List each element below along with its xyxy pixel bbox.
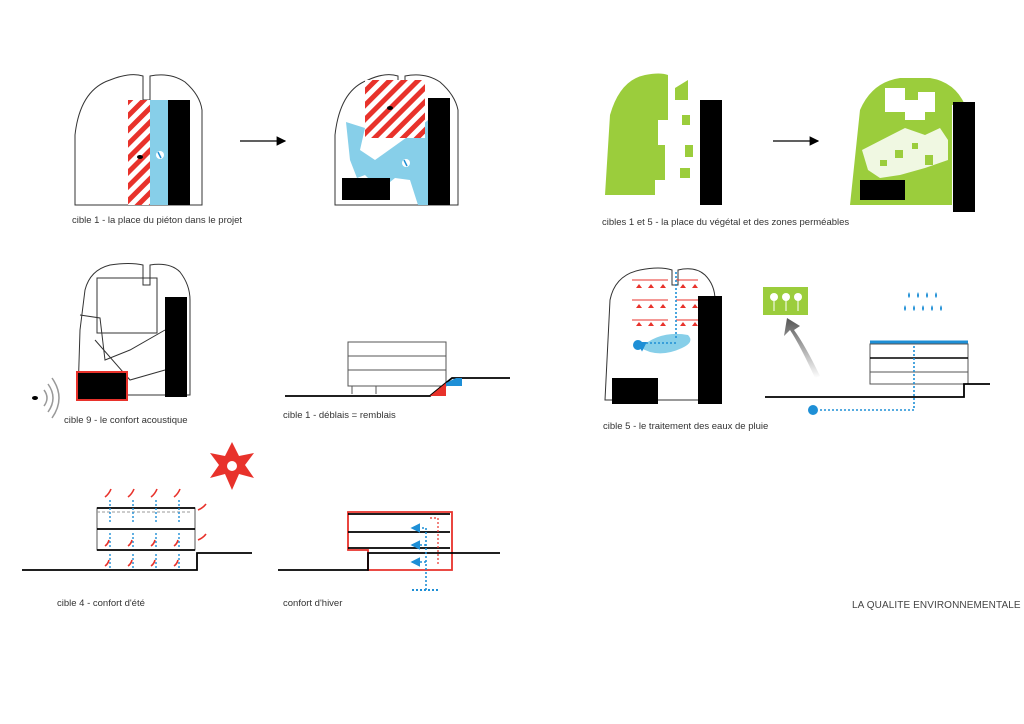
vegetation-plan-after: [850, 78, 975, 212]
raindrops-icon: [904, 292, 942, 311]
summer-comfort-section: [22, 442, 254, 571]
sun-icon: [210, 442, 254, 490]
runoff-arrows: [636, 284, 698, 326]
caption-acoustic: cible 9 - le confort acoustique: [64, 415, 188, 426]
rainwater-section: [763, 287, 990, 415]
caption-vegetation: cibles 1 et 5 - la place du végétal et d…: [602, 217, 850, 228]
caption-earthworks: cible 1 - déblais = remblais: [283, 410, 396, 421]
earthworks-section: [285, 341, 510, 397]
noise-waves-icon: [43, 377, 60, 419]
rainwater-plan: [604, 267, 722, 404]
pedestrian-plan-after: [334, 74, 459, 206]
pedestrian-icon: [387, 106, 393, 110]
cyclist-icon: [156, 151, 164, 159]
caption-pedestrian: cible 1 - la place du piéton dans le pro…: [72, 215, 243, 226]
caption-rainwater: cible 5 - le traitement des eaux de plui…: [603, 421, 769, 432]
flowers-icon: [763, 287, 808, 315]
pedestrian-icon: [32, 396, 38, 400]
pedestrian-icon: [137, 155, 143, 159]
pedestrian-plan-before: [74, 74, 203, 206]
vegetation-plan-before: [605, 73, 722, 205]
cyclist-icon: [402, 159, 410, 167]
caption-winter: confort d'hiver: [283, 598, 343, 609]
caption-summer: cible 4 - confort d'été: [57, 598, 145, 609]
page-title: LA QUALITE ENVIRONNEMENTALE: [852, 600, 1021, 611]
winter-comfort-section: [278, 511, 500, 591]
acoustic-plan: [32, 263, 191, 419]
